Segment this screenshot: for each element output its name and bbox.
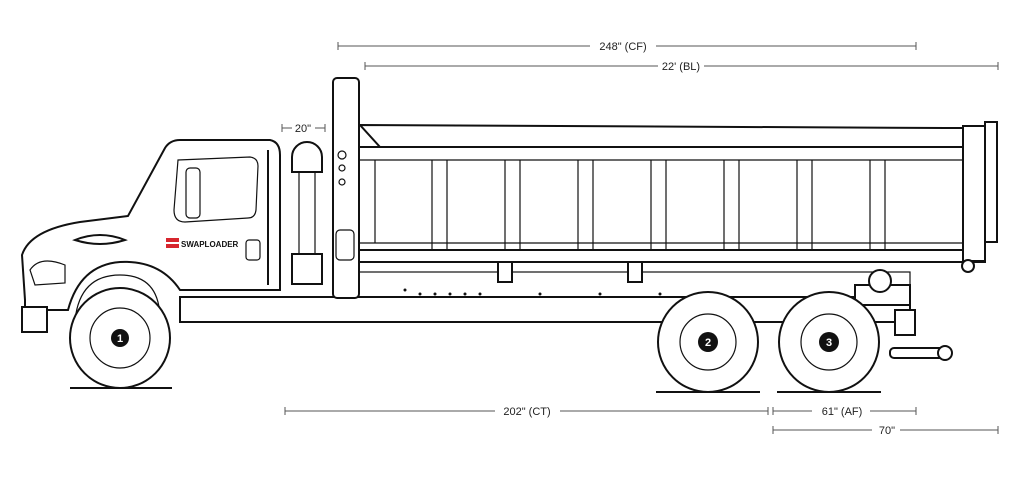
wheel-front: 1 bbox=[69, 287, 172, 389]
dimension-stack: 20" bbox=[281, 123, 326, 135]
cab bbox=[20, 139, 281, 333]
axle-label-1: 1 bbox=[117, 333, 123, 345]
rear-hitch bbox=[854, 269, 953, 361]
dimension-af: 61" (AF) bbox=[772, 406, 917, 418]
dimension-rear: 70" bbox=[772, 425, 999, 437]
dimension-rear-label: 70" bbox=[879, 425, 895, 437]
dimension-cf-label: 248" (CF) bbox=[599, 41, 646, 53]
wheel-rear-2: 3 bbox=[777, 291, 881, 393]
exhaust-stack bbox=[291, 141, 323, 298]
dimension-ct-label: 202" (CT) bbox=[503, 406, 550, 418]
dimension-bl-label: 22' (BL) bbox=[662, 61, 700, 73]
axle-label-3: 3 bbox=[826, 337, 832, 349]
hoist-headboard bbox=[332, 77, 360, 299]
dimension-af-label: 61" (AF) bbox=[822, 406, 863, 418]
dimension-cf: 248" (CF) bbox=[337, 41, 917, 53]
dimension-ct: 202" (CT) bbox=[284, 406, 769, 418]
axle-label-2: 2 bbox=[705, 337, 711, 349]
logo-text: SWAPLOADER bbox=[181, 240, 239, 249]
dump-body bbox=[354, 121, 998, 283]
dimension-stack-label: 20" bbox=[295, 123, 311, 135]
wheel-rear-1: 2 bbox=[656, 291, 760, 393]
swaploader-logo: SWAPLOADER bbox=[166, 238, 239, 249]
dimension-bl: 22' (BL) bbox=[364, 61, 999, 73]
